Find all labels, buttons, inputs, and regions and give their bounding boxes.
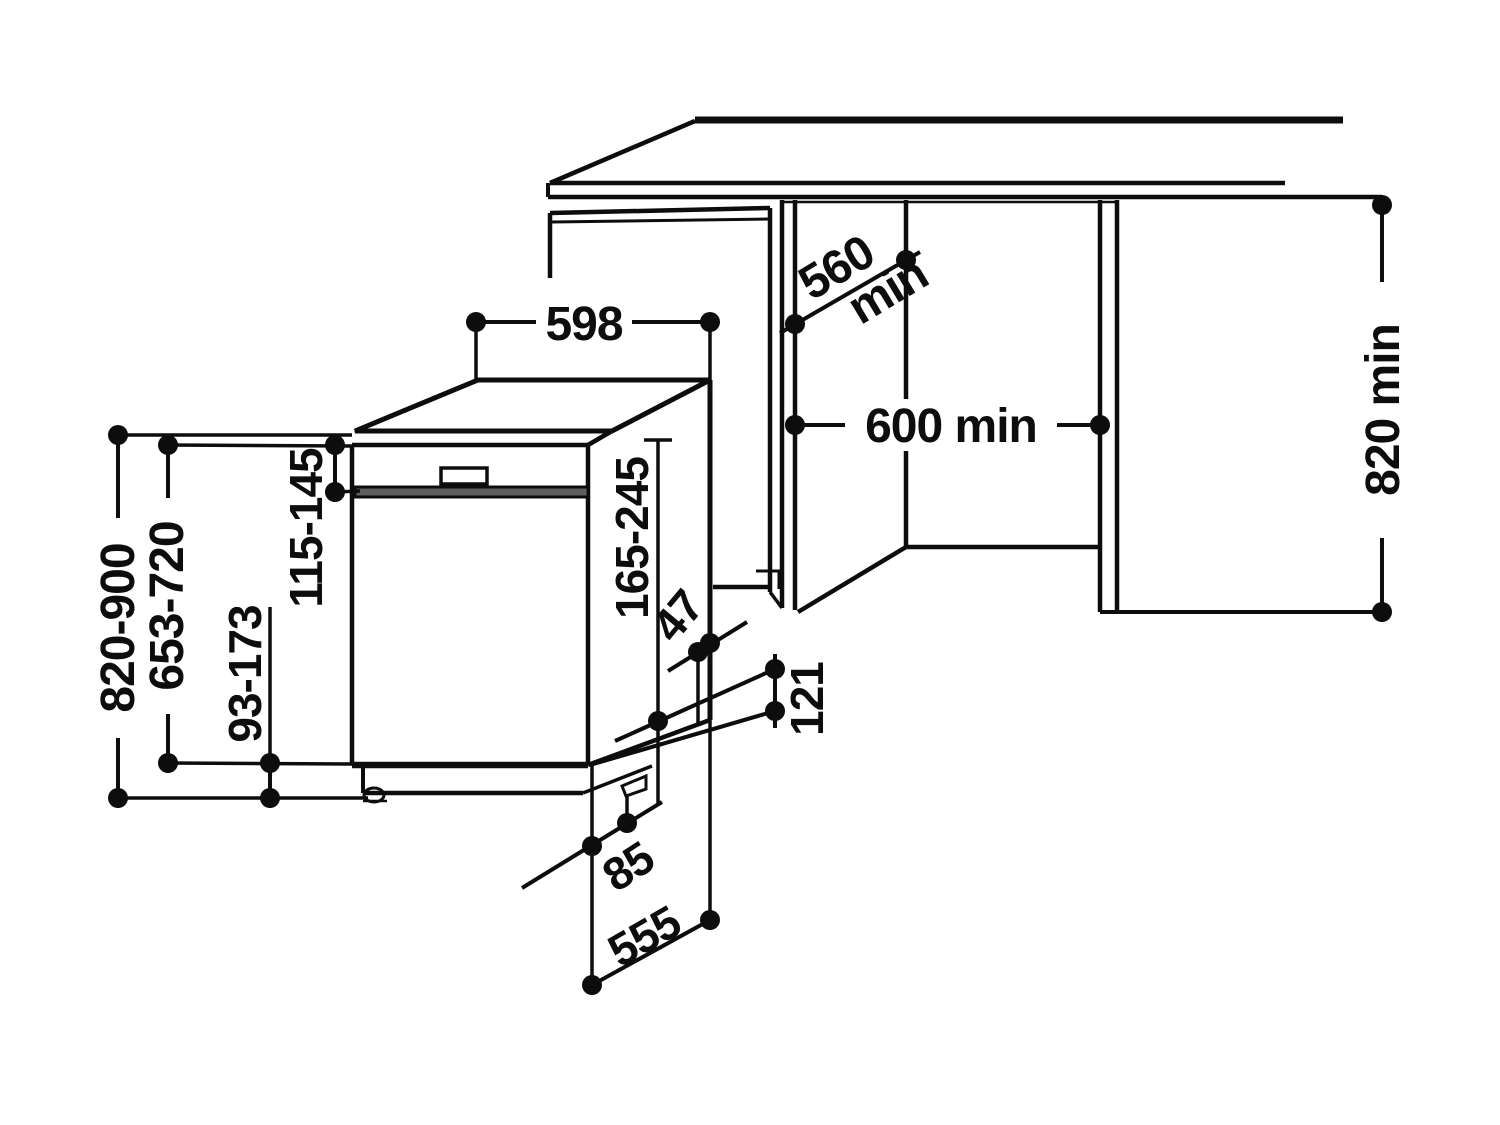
dim-165-245-label: 165-245 (606, 457, 658, 619)
dim-555-label: 555 (599, 895, 689, 977)
countertop (546, 116, 1382, 200)
extension-lines (118, 322, 712, 988)
dim-598-label: 598 (545, 298, 622, 351)
dim-width-598: 598 (466, 296, 720, 351)
dimension-dot (785, 314, 805, 334)
dim-recess-121: 121 (589, 654, 833, 767)
dim-range-165-245: 165-245 (606, 457, 668, 731)
door-handle-band (353, 485, 590, 499)
dimension-dot (765, 659, 785, 679)
dim-depth-555: 555 (582, 895, 720, 995)
dim-height-115-145: 115-145 (280, 435, 345, 608)
dim-height-820-900: 820-900 (92, 425, 145, 808)
dimension-dot (1372, 602, 1392, 622)
dimension-dot (785, 415, 805, 435)
dim-121-label: 121 (781, 662, 833, 736)
dim-653-720-label: 653-720 (141, 521, 194, 690)
dimension-dot (466, 312, 486, 332)
dim-85-label: 85 (593, 831, 663, 902)
control-display (439, 466, 489, 486)
dimension-dot (765, 701, 785, 721)
dimension-dot (700, 312, 720, 332)
dimension-dot (158, 435, 178, 455)
dimension-dot (325, 482, 345, 502)
dim-height-653-720: 653-720 (141, 435, 194, 773)
cabinet-opening (547, 200, 1382, 614)
dimension-dot (1090, 415, 1110, 435)
dim-width-600min: 600 min (785, 399, 1110, 453)
dim-93-173-label: 93-173 (219, 605, 271, 742)
dimension-dot (158, 753, 178, 773)
rear-foot (620, 773, 648, 798)
dimension-dot (108, 788, 128, 808)
dim-820min-label: 820 min (1357, 324, 1410, 496)
dim-height-820min: 820 min (1356, 195, 1410, 622)
dim-820-900-label: 820-900 (92, 543, 145, 712)
dimension-dot (700, 910, 720, 930)
dim-600min-label: 600 min (865, 400, 1037, 453)
dimension-dot (325, 435, 345, 455)
dimension-dot (896, 250, 916, 270)
dimension-dot (582, 975, 602, 995)
dimension-dot (1372, 195, 1392, 215)
dimension-dot (617, 813, 637, 833)
dimension-dot (700, 633, 720, 653)
dimension-dot (108, 425, 128, 445)
dim-115-145-label: 115-145 (280, 448, 332, 608)
dim-depth-560min: 560 min (778, 226, 937, 335)
dim-height-93-173: 93-173 (219, 605, 280, 808)
dimension-dot (582, 836, 602, 856)
